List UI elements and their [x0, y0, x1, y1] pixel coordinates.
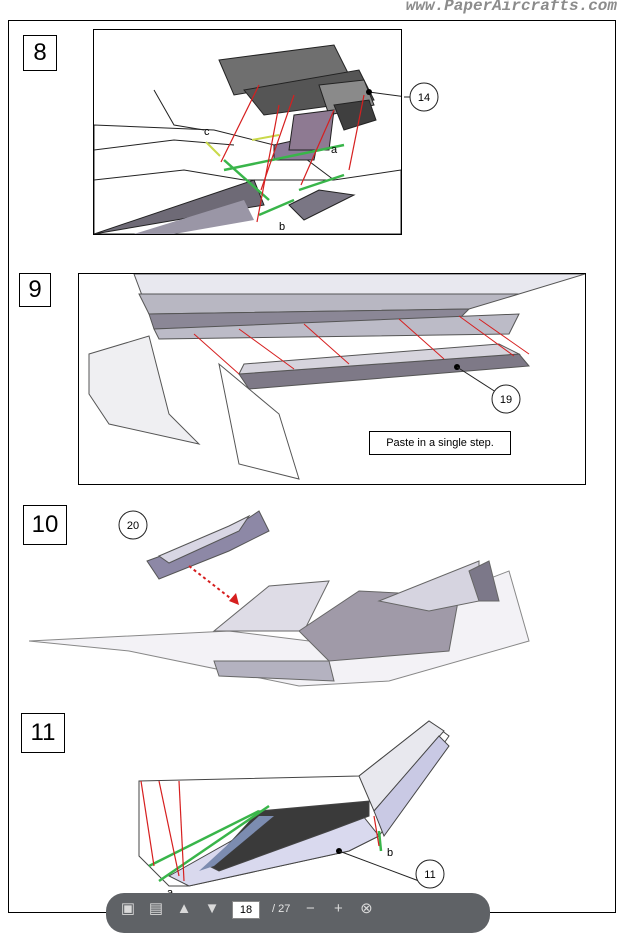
- step-number-label: 8: [33, 39, 47, 66]
- part-callout-11: 11: [415, 859, 445, 889]
- step-9-note: Paste in a single step.: [369, 431, 511, 455]
- save-icon[interactable]: ▣: [120, 900, 136, 917]
- label-a: a: [331, 144, 338, 156]
- label-b: b: [387, 847, 393, 859]
- step-8-illustration: c a b: [93, 29, 402, 235]
- print-icon[interactable]: ▤: [148, 900, 164, 917]
- page-number-input[interactable]: 18: [232, 901, 260, 919]
- close-icon[interactable]: ⊗: [360, 900, 373, 917]
- step-9-drawing: [88, 274, 585, 480]
- step-number-8: 8: [23, 35, 57, 71]
- part-callout-20: 20: [118, 510, 148, 540]
- part-number-11: 11: [424, 869, 435, 881]
- instruction-page: 8: [8, 20, 616, 913]
- step-number-label: 9: [28, 276, 42, 303]
- step-10-drawing: [29, 510, 530, 687]
- label-a: a: [167, 887, 174, 896]
- part-number-14: 14: [418, 92, 430, 104]
- site-watermark: www.PaperAircrafts.com: [405, 0, 617, 15]
- step-9-illustration: [78, 273, 586, 485]
- arrow-up-icon[interactable]: ▲: [176, 900, 192, 917]
- note-text: Paste in a single step.: [386, 437, 494, 449]
- step-number-label: 10: [31, 511, 59, 538]
- step-number-11: 11: [21, 713, 65, 753]
- label-c: c: [204, 126, 210, 138]
- arrow-down-icon[interactable]: ▼: [204, 900, 220, 917]
- pdf-toolbar: ▣ ▤ ▲ ▼ 18 / 27 − + ⊗: [106, 893, 490, 933]
- part-number-20: 20: [127, 520, 139, 532]
- page-total: / 27: [272, 903, 291, 915]
- step-number-9: 9: [19, 273, 51, 307]
- step-number-10: 10: [23, 505, 67, 545]
- zoom-out-button[interactable]: −: [305, 900, 315, 917]
- zoom-in-button[interactable]: +: [333, 900, 343, 917]
- step-11-drawing: a b: [138, 720, 450, 896]
- part-number-19: 19: [500, 394, 512, 406]
- part-callout-14: 14: [404, 82, 439, 112]
- part-callout-19: 19: [491, 384, 521, 414]
- step-number-label: 11: [30, 719, 56, 746]
- step-8-drawing: c a b: [94, 44, 401, 234]
- label-b: b: [279, 221, 285, 233]
